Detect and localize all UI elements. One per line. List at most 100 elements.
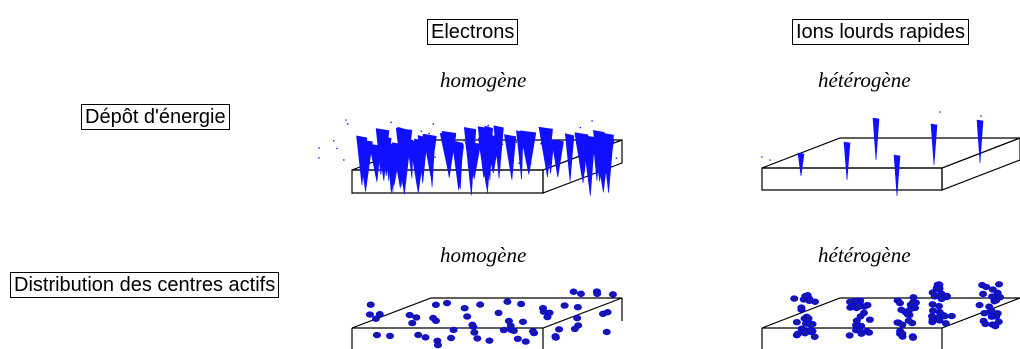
energy-dot <box>593 153 596 155</box>
energy-dot <box>360 149 362 152</box>
energy-spike <box>516 130 524 180</box>
energy-spike <box>369 143 382 182</box>
active-center <box>845 332 854 339</box>
ion-dot <box>769 159 771 161</box>
ions-centers-caption: hétérogène <box>818 243 911 267</box>
energy-dot <box>610 155 613 158</box>
energy-dot <box>428 132 430 135</box>
electrons-centers-caption: homogène <box>440 243 527 267</box>
energy-dot <box>475 146 477 149</box>
active-center <box>470 329 479 336</box>
energy-spike <box>519 130 537 175</box>
energy-spike <box>592 140 601 181</box>
energy-dot <box>594 139 597 142</box>
active-center <box>933 285 942 292</box>
energy-spike <box>551 139 564 178</box>
active-center <box>854 303 863 310</box>
energy-dot <box>381 145 384 148</box>
active-center <box>860 309 869 317</box>
active-center <box>521 338 530 345</box>
active-center <box>473 335 482 342</box>
energy-spike <box>564 133 575 182</box>
energy-spike <box>453 143 464 175</box>
ions-centers-slab <box>761 297 1020 349</box>
energy-spike <box>538 126 553 178</box>
energy-spike <box>504 134 517 180</box>
energy-dot <box>576 139 578 141</box>
active-center <box>893 319 902 326</box>
active-center <box>805 297 814 305</box>
ion-track <box>893 154 901 197</box>
active-center <box>909 299 918 306</box>
active-center <box>385 332 394 340</box>
active-center <box>414 331 423 339</box>
active-center <box>940 312 949 320</box>
energy-spike <box>409 140 426 194</box>
active-center <box>995 281 1004 288</box>
active-center <box>433 341 442 349</box>
active-center <box>804 315 813 322</box>
energy-dot <box>343 159 345 161</box>
active-center <box>517 300 526 308</box>
energy-dot <box>529 162 532 165</box>
active-center <box>449 326 458 334</box>
active-center <box>810 333 819 340</box>
active-center <box>928 312 937 320</box>
energy-dot <box>615 157 618 159</box>
active-center <box>987 307 996 315</box>
active-center <box>895 299 904 307</box>
active-center <box>573 303 582 311</box>
active-center <box>790 295 799 302</box>
ion-track <box>930 123 938 166</box>
active-centers-row-label: Distribution des centres actifs <box>10 272 280 298</box>
active-center <box>431 301 440 308</box>
active-center <box>494 309 503 317</box>
energy-dot <box>345 119 347 121</box>
active-center <box>555 326 564 333</box>
ions-energy-caption: hétérogène <box>818 68 911 92</box>
active-center <box>443 299 452 307</box>
ion-dot <box>761 156 763 158</box>
energy-spike <box>385 142 402 186</box>
electrons-energy-caption: homogène <box>440 68 527 92</box>
energy-dot <box>432 123 435 125</box>
energy-dot <box>417 144 420 146</box>
active-center <box>806 321 815 328</box>
energy-dot <box>420 130 423 132</box>
active-center <box>941 320 950 327</box>
active-center <box>928 289 937 296</box>
active-center <box>468 321 477 329</box>
energy-dot <box>390 121 392 124</box>
electrons-centers-slab <box>351 297 623 349</box>
energy-spike <box>484 125 493 181</box>
energy-deposit-row-label: Dépôt d'énergie <box>81 104 230 130</box>
energy-dot <box>487 124 489 127</box>
ion-track <box>797 152 805 177</box>
active-center <box>981 320 990 328</box>
active-center <box>996 294 1005 301</box>
active-center <box>935 302 944 310</box>
energy-dot <box>579 126 582 129</box>
ions-column-title: Ions lourds rapides <box>792 19 969 45</box>
energy-dot <box>409 130 412 132</box>
energy-spike <box>440 132 457 175</box>
energy-dot <box>318 157 320 159</box>
active-center <box>539 308 548 315</box>
active-center <box>909 334 918 341</box>
active-center <box>405 311 414 319</box>
electrons-column-title: Electrons <box>427 19 519 45</box>
energy-spike <box>357 139 373 192</box>
energy-dot <box>336 147 338 150</box>
active-center <box>463 313 472 320</box>
active-center <box>801 292 810 300</box>
energy-dot <box>318 147 320 149</box>
active-center <box>947 312 956 320</box>
active-center <box>503 298 512 305</box>
active-center <box>855 326 864 333</box>
energy-dot <box>499 134 502 136</box>
energy-dot <box>422 134 425 137</box>
active-center <box>485 337 494 344</box>
active-center <box>518 318 527 325</box>
energy-dot <box>473 144 476 147</box>
energy-dot <box>347 123 349 125</box>
